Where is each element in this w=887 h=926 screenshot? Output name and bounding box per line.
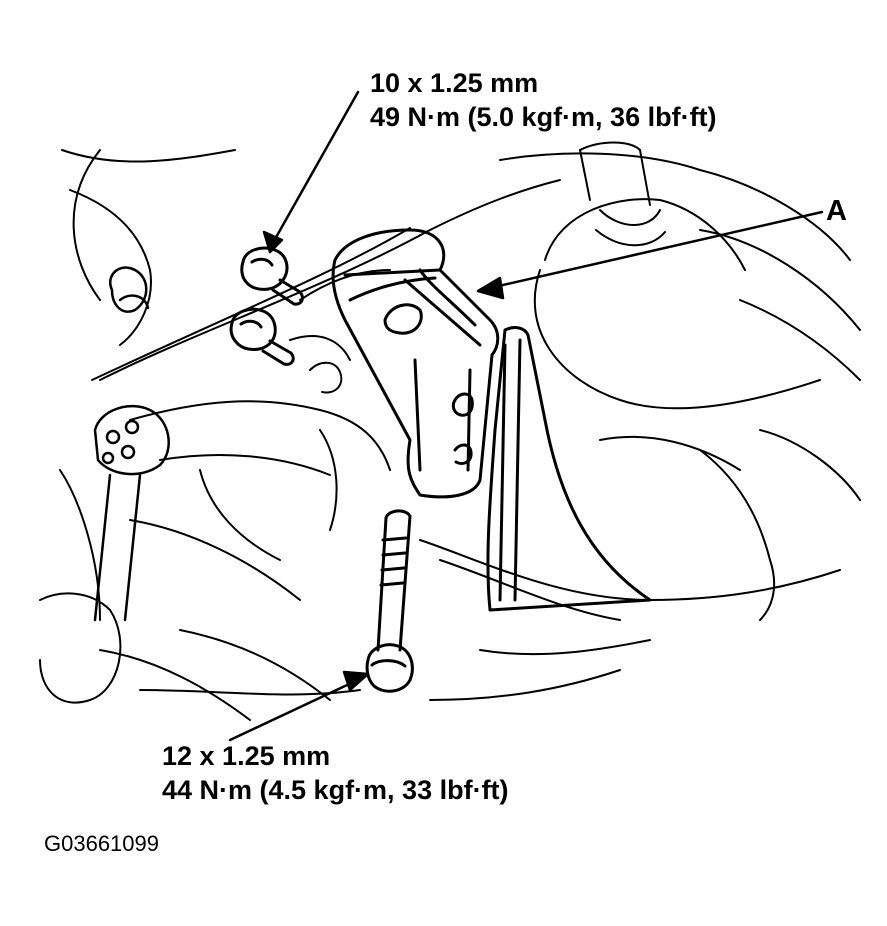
tie-rod: [93, 266, 170, 622]
leader-arrow-a: [476, 210, 824, 300]
figure-code: G03661099: [44, 831, 159, 856]
upper-bolt-1: [240, 246, 304, 306]
part-label-a: A: [826, 195, 847, 227]
upper-bolt-spec: 10 x 1.25 mm 49 N·m (5.0 kgf·m, 36 lbf·f…: [370, 66, 717, 134]
lower-bolt: [365, 509, 414, 693]
mount-plate: [486, 326, 652, 612]
upper-bolt-torque: 49 N·m (5.0 kgf·m, 36 lbf·ft): [370, 102, 717, 132]
lower-bolt-torque: 44 N·m (4.5 kgf·m, 33 lbf·ft): [162, 775, 509, 805]
bracket-a: [331, 228, 500, 499]
leader-arrow-bottom: [228, 670, 370, 742]
background-structure: [39, 141, 861, 721]
leader-arrow-top: [262, 90, 360, 254]
upper-bolt-2: [229, 307, 295, 366]
upper-bolt-size: 10 x 1.25 mm: [370, 68, 539, 98]
lower-bolt-spec: 12 x 1.25 mm 44 N·m (4.5 kgf·m, 33 lbf·f…: [162, 739, 509, 807]
lower-bolt-size: 12 x 1.25 mm: [162, 741, 331, 771]
